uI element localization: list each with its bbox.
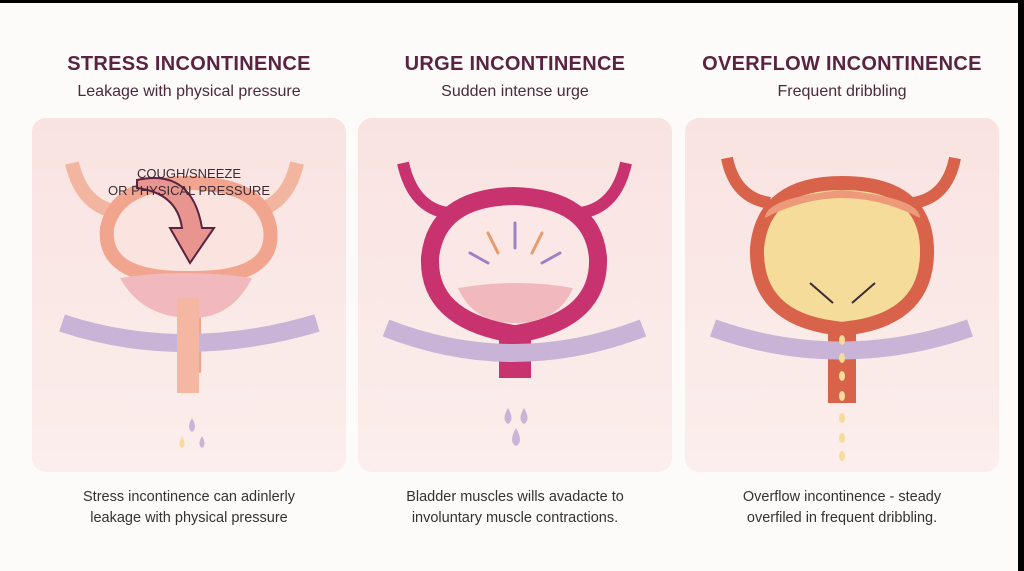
urge-bladder-icon: [382, 161, 647, 446]
stress-caption-line1: Stress incontinence can adinlerly: [83, 489, 295, 505]
pressure-label-line1: COUGH/SNEEZE: [136, 166, 241, 181]
stress-caption-line2: leakage with physical pressure: [90, 510, 288, 526]
overflow-bladder-icon: [709, 156, 973, 461]
overflow-illustration: [685, 118, 999, 472]
urge-caption-line1: Bladder muscles wills avadacte to: [406, 489, 624, 505]
stress-subtitle: Leakage with physical pressure: [77, 83, 301, 100]
overflow-caption-line1: Overflow incontinence - steady: [742, 489, 942, 505]
overflow-caption: Overflow incontinence - steady overfiled …: [685, 487, 999, 529]
stress-caption: Stress incontinence can adinlerly leakage…: [32, 487, 346, 529]
pressure-label-line2: OR PHYSICAL PRESSURE: [107, 183, 271, 198]
infographic: STRESS INCONTINENCE Leakage with physica…: [0, 3, 1018, 571]
stress-illustration: COUGH/SNEEZE OR PHYSICAL PRESSURE: [32, 118, 346, 472]
overflow-caption-line2: overfiled in frequent dribbling.: [746, 510, 938, 526]
urge-caption-line2: involuntary muscle contractions.: [411, 510, 619, 526]
overflow-title: OVERFLOW INCONTINENCE: [702, 53, 982, 75]
urge-subtitle: Sudden intense urge: [441, 83, 589, 100]
stress-bladder-icon: [59, 161, 320, 448]
overflow-subtitle: Frequent dribbling: [777, 83, 907, 100]
stress-title: STRESS INCONTINENCE: [67, 53, 311, 75]
urge-caption: Bladder muscles wills avadacte to involun…: [358, 487, 672, 529]
urge-title: URGE INCONTINENCE: [404, 53, 626, 75]
urge-illustration: [358, 118, 672, 472]
